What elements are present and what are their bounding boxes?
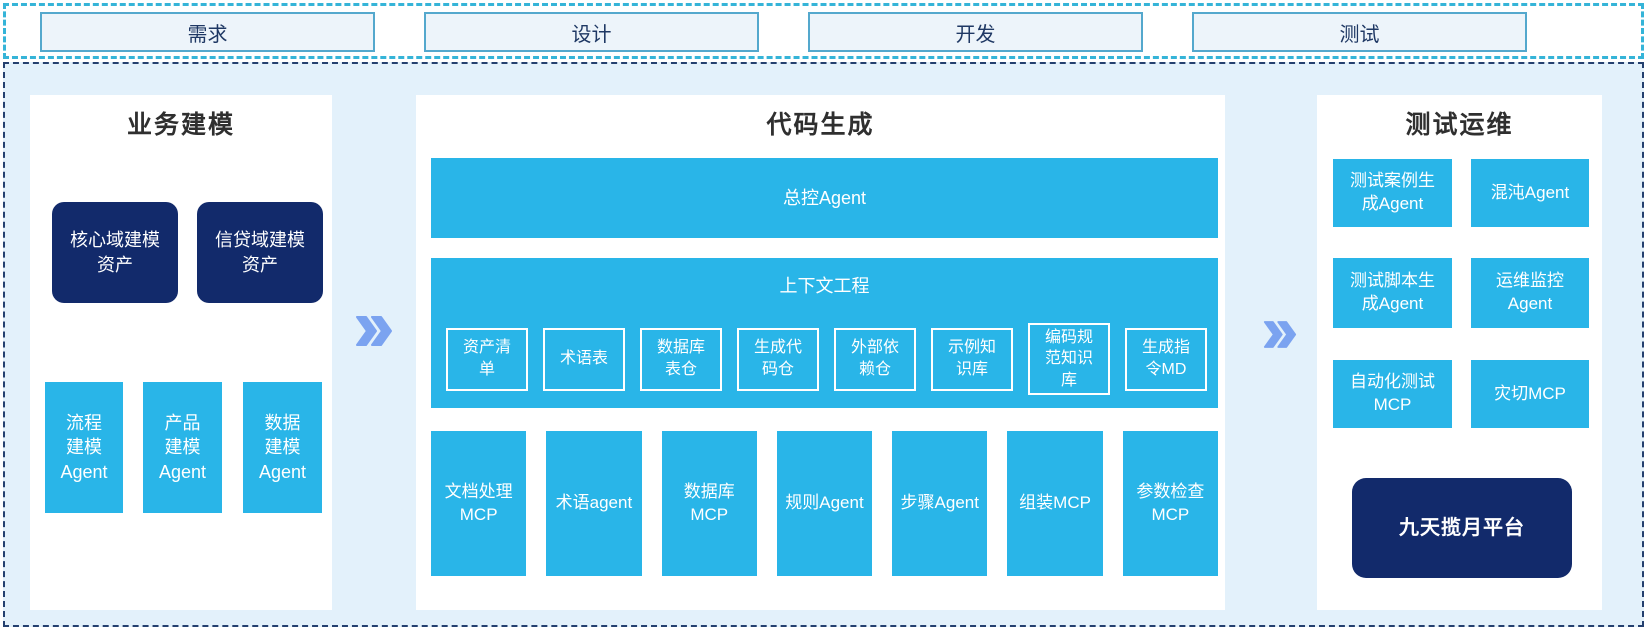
tool-box-label: 术语agent <box>555 493 633 513</box>
context-item-glossary: 术语表 <box>543 327 625 391</box>
tool-box-label: 组装MCP <box>1019 493 1091 513</box>
master-agent-label: 总控Agent <box>782 187 867 208</box>
asset-box-label: 信贷域建模 资产 <box>215 230 305 275</box>
context-engineering-title: 上下文工程 <box>779 276 870 296</box>
tool-box-term-agent: 术语agent <box>546 431 642 576</box>
phase-box-design: 设计 <box>424 12 759 52</box>
panel-title: 业务建模 <box>126 111 235 139</box>
ops-box-label: 运维监控 Agent <box>1496 271 1564 313</box>
phase-label: 开发 <box>955 23 996 46</box>
phase-box-development: 开发 <box>808 12 1143 52</box>
tool-box-label: 参数检查 MCP <box>1136 481 1205 524</box>
phase-label: 需求 <box>187 23 228 46</box>
ops-box-label: 混沌Agent <box>1490 182 1570 202</box>
agent-box-label: 产品 建模 Agent <box>158 413 207 482</box>
context-item-external-deps-repo: 外部依 赖仓 <box>834 327 916 391</box>
panel-test-ops: 测试运维 测试案例生 成Agent 混沌Agent 测试脚本生 成Agent 运… <box>1317 95 1602 610</box>
ops-box-chaos-agent: 混沌Agent <box>1471 159 1589 227</box>
tool-box-label: 步骤Agent <box>900 493 979 513</box>
context-item-label: 数据库 表仓 <box>656 339 705 378</box>
tool-box-label: 数据库 MCP <box>683 481 735 524</box>
double-chevron-icon <box>1263 321 1297 348</box>
ops-box-test-case-agent: 测试案例生 成Agent <box>1333 159 1452 227</box>
phase-box-testing: 测试 <box>1192 12 1527 52</box>
context-item-label: 资产清 单 <box>462 339 511 378</box>
context-item-asset-list: 资产清 单 <box>446 327 528 391</box>
phase-box-requirements: 需求 <box>40 12 375 52</box>
tool-row: 文档处理 MCP 术语agent 数据库 MCP 规则Agent 步骤Agent… <box>431 431 1218 576</box>
tool-box-param-check-mcp: 参数检查 MCP <box>1122 431 1218 576</box>
tool-box-database-mcp: 数据库 MCP <box>661 431 757 576</box>
context-item-generated-code-repo: 生成代 码仓 <box>737 327 819 391</box>
phase-bar: 需求 设计 开发 测试 <box>3 3 1644 59</box>
context-item-row: 资产清 单 术语表 数据库 表仓 生成代 码仓 外部依 赖仓 <box>446 322 1207 396</box>
ops-box-auto-test-mcp: 自动化测试 MCP <box>1333 360 1452 428</box>
context-item-label: 编码规 范知识 库 <box>1044 328 1093 389</box>
ops-box-label: 自动化测试 MCP <box>1350 372 1435 414</box>
tool-box-step-agent: 步骤Agent <box>892 431 988 576</box>
panel-business-modeling: 业务建模 核心域建模 资产 信贷域建模 资产 流程 建模 Agent 产品 建模… <box>30 95 332 610</box>
panel-title: 测试运维 <box>1405 111 1514 139</box>
context-engineering-bar: 上下文工程 资产清 单 术语表 数据库 表仓 生成代 码仓 外部 <box>431 258 1218 408</box>
context-item-instruction-md: 生成指 令MD <box>1125 327 1207 391</box>
context-item-db-table-repo: 数据库 表仓 <box>640 327 722 391</box>
context-item-example-kb: 示例知 识库 <box>931 327 1013 391</box>
ops-box-test-script-agent: 测试脚本生 成Agent <box>1333 258 1452 328</box>
tool-box-label: 文档处理 MCP <box>444 481 513 524</box>
asset-box-label: 核心域建模 资产 <box>70 230 160 275</box>
double-chevron-icon <box>356 316 392 346</box>
agent-box-process-modeling: 流程 建模 Agent <box>45 382 123 513</box>
phase-label: 测试 <box>1339 23 1380 46</box>
tool-box-assembly-mcp: 组装MCP <box>1007 431 1103 576</box>
context-item-label: 生成代 码仓 <box>753 339 802 378</box>
context-item-label: 外部依 赖仓 <box>850 339 899 378</box>
platform-box-jiutian-lanyue: 九天揽月平台 <box>1352 478 1572 578</box>
agent-box-data-modeling: 数据 建模 Agent <box>243 382 322 513</box>
context-item-label: 生成指 令MD <box>1141 339 1190 378</box>
main-diagram-band: 业务建模 核心域建模 资产 信贷域建模 资产 流程 建模 Agent 产品 建模… <box>3 62 1644 627</box>
asset-box-credit-domain: 信贷域建模 资产 <box>197 202 323 303</box>
context-item-label: 术语表 <box>559 350 608 368</box>
asset-box-core-domain: 核心域建模 资产 <box>52 202 178 303</box>
ops-box-label: 测试脚本生 成Agent <box>1350 271 1435 313</box>
ops-box-monitor-agent: 运维监控 Agent <box>1471 258 1589 328</box>
platform-box-label: 九天揽月平台 <box>1399 516 1525 539</box>
tool-box-doc-processing-mcp: 文档处理 MCP <box>431 431 527 576</box>
agent-box-label: 数据 建模 Agent <box>258 413 307 482</box>
tool-box-label: 规则Agent <box>785 493 864 513</box>
ops-box-label: 测试案例生 成Agent <box>1350 171 1435 213</box>
panel-title: 代码生成 <box>766 111 875 139</box>
panel-code-generation: 代码生成 总控Agent 上下文工程 资产清 单 术语表 数据库 表仓 <box>416 95 1225 610</box>
ops-box-disaster-switch-mcp: 灾切MCP <box>1471 360 1589 428</box>
ops-box-label: 灾切MCP <box>1494 383 1566 403</box>
master-agent-bar: 总控Agent <box>431 158 1218 238</box>
agent-box-label: 流程 建模 Agent <box>60 413 108 482</box>
agent-box-product-modeling: 产品 建模 Agent <box>143 382 222 513</box>
tool-box-rule-agent: 规则Agent <box>776 431 873 576</box>
phase-label: 设计 <box>571 23 612 46</box>
context-item-label: 示例知 识库 <box>947 339 996 378</box>
context-item-coding-standards-kb: 编码规 范知识 库 <box>1028 322 1110 396</box>
